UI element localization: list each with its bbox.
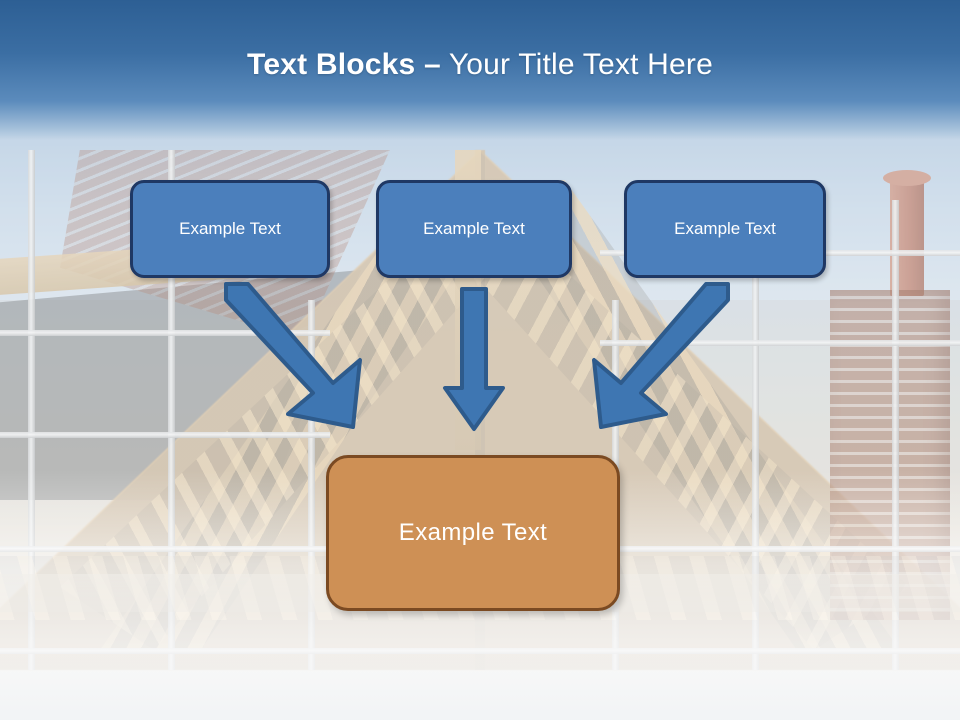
scaffold-pole	[28, 150, 35, 670]
arrow-down-right-icon	[224, 282, 362, 429]
page-title: Text Blocks – Your Title Text Here	[247, 48, 713, 82]
scaffold-pole	[168, 150, 175, 670]
summary-text-block-label: Example Text	[398, 519, 548, 546]
summary-text-block[interactable]: Example Text	[326, 455, 620, 611]
page-title-light: Your Title Text Here	[440, 48, 713, 81]
scaffold-rail	[0, 432, 330, 438]
scaffold-rail	[0, 330, 330, 336]
text-block-1[interactable]: Example Text	[130, 180, 330, 278]
scaffold-rail	[600, 340, 960, 346]
text-block-2-label: Example Text	[423, 219, 525, 238]
text-block-1-label: Example Text	[179, 219, 281, 238]
arrow-down-left-icon	[592, 282, 730, 429]
scaffold-pole	[752, 200, 759, 670]
title-banner: Text Blocks – Your Title Text Here	[0, 0, 960, 140]
text-block-2[interactable]: Example Text	[376, 180, 572, 278]
text-block-3-label: Example Text	[674, 219, 776, 238]
text-block-3[interactable]: Example Text	[624, 180, 826, 278]
arrow-down-icon	[443, 287, 505, 431]
scaffold-pole	[892, 200, 899, 670]
page-title-strong: Text Blocks –	[247, 48, 441, 81]
